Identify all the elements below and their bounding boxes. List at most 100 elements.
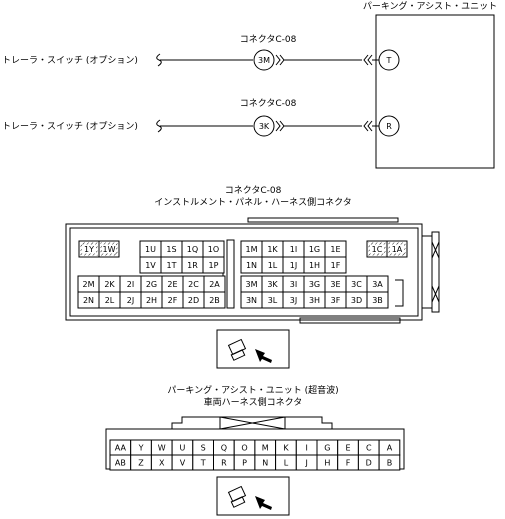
- pin-label: 1R: [187, 261, 198, 270]
- connector2-title-line2: 車両ハーネス側コネクタ: [204, 396, 303, 408]
- pin-label: F: [346, 459, 351, 468]
- pin-cell: [203, 291, 226, 309]
- pin-cell: [324, 256, 347, 274]
- pin-label: X: [159, 459, 165, 468]
- pin-label: B: [387, 459, 393, 468]
- pin-label-bg: [370, 244, 384, 254]
- pin-label: N: [262, 459, 268, 468]
- plug-view-icon: [216, 476, 290, 516]
- pin-label: 1K: [267, 245, 278, 254]
- pin-label: 1M: [246, 245, 258, 254]
- pin-cell: [378, 454, 401, 471]
- pin-label: 2M: [83, 280, 95, 289]
- plug-view-icon: [216, 329, 290, 369]
- connector-pin-2: 3K: [259, 122, 270, 131]
- pin-label: T: [200, 459, 206, 468]
- pin-label: 1U: [145, 245, 156, 254]
- pin-label: 2I: [127, 280, 134, 289]
- pin-label: 2K: [104, 280, 115, 289]
- pin-label: 3B: [372, 296, 383, 305]
- connector-chevron-2: [275, 120, 285, 132]
- pin-label: H: [324, 459, 330, 468]
- pin-label: 1T: [167, 261, 177, 270]
- pin-label: 3G: [309, 280, 320, 289]
- pin-label: E: [346, 444, 351, 453]
- pin-label: Z: [138, 459, 144, 468]
- connector1-title-line2: インストルメント・パネル・ハーネス側コネクタ: [154, 196, 351, 208]
- connector-chevron-1: [275, 54, 285, 66]
- pin-cell: [202, 256, 225, 274]
- trailer-switch-terminal-1: [156, 53, 162, 67]
- pin-label: 2G: [146, 280, 157, 289]
- pin-label: 3A: [372, 280, 383, 289]
- parking-assist-unit-box: [375, 14, 495, 169]
- pin-label: 3L: [268, 296, 278, 305]
- pin-label: 1O: [208, 245, 219, 254]
- pin-label: 2D: [188, 296, 199, 305]
- pin-label-bg: [102, 244, 116, 254]
- pin-label: 3J: [290, 296, 297, 305]
- pin-label: 2F: [168, 296, 178, 305]
- pin-label: 2J: [127, 296, 134, 305]
- pin-label: 3F: [331, 296, 341, 305]
- pin-label: 3K: [267, 280, 278, 289]
- unit-chevron-2: [363, 120, 373, 132]
- trailer-switch-terminal-2: [156, 119, 162, 133]
- connector-pin-circle-1: [253, 49, 275, 71]
- pin-label: AB: [115, 459, 126, 468]
- connector-label-1: コネクタC-08: [240, 34, 297, 45]
- device-label-2: トレーラ・スイッチ (オプション): [2, 121, 138, 132]
- pin-label: 2H: [146, 296, 157, 305]
- pin-label: 3C: [351, 280, 362, 289]
- unit-chevron-1: [363, 54, 373, 66]
- pin-label: 1W: [103, 245, 116, 254]
- pin-label: 3D: [351, 296, 362, 305]
- device-label-1: トレーラ・スイッチ (オプション): [2, 55, 138, 66]
- pin-label: Q: [221, 444, 227, 453]
- pin-label: 2L: [105, 296, 115, 305]
- pin-label: 1Q: [187, 245, 198, 254]
- pin-label: V: [180, 459, 186, 468]
- pin-label: 1G: [309, 245, 320, 254]
- pin-label: K: [283, 444, 289, 453]
- pin-label-bg: [390, 244, 404, 254]
- pin-cell: [366, 291, 389, 309]
- unit-pin-circle-2: [378, 115, 400, 137]
- connector-pin-circle-2: [253, 115, 275, 137]
- pin-label: I: [305, 444, 307, 453]
- pin-label: S: [201, 444, 206, 453]
- pin-label: 2A: [209, 280, 220, 289]
- connector-pin-1: 3M: [258, 56, 270, 65]
- pin-label: A: [387, 444, 393, 453]
- unit-pin-2: R: [386, 122, 392, 131]
- pin-label: 1C: [372, 245, 383, 254]
- pin-label: 2N: [83, 296, 94, 305]
- pin-label: D: [366, 459, 372, 468]
- unit-pin-1: T: [386, 56, 392, 65]
- pin-label: 2C: [188, 280, 199, 289]
- pin-label: P: [242, 459, 247, 468]
- connector1-title-line1: コネクタC-08: [225, 185, 282, 196]
- pin-label: AA: [115, 444, 127, 453]
- pin-label: R: [221, 459, 227, 468]
- pin-label: O: [241, 444, 247, 453]
- pin-label: L: [284, 459, 289, 468]
- pin-label: J: [304, 459, 307, 468]
- pin-label: 1F: [331, 261, 341, 270]
- pin-label: U: [180, 444, 186, 453]
- connector-label-2: コネクタC-08: [240, 98, 297, 109]
- pin-label: M: [262, 444, 269, 453]
- pin-label: G: [324, 444, 330, 453]
- pin-label: W: [158, 444, 166, 453]
- pin-label: 1J: [290, 261, 297, 270]
- pin-label: 3N: [246, 296, 257, 305]
- pin-label: 3H: [309, 296, 320, 305]
- connector2-title-line1: パーキング・アシスト・ユニット (超音波): [167, 384, 338, 396]
- pin-label: 1S: [166, 245, 176, 254]
- pin-label: 3I: [290, 280, 297, 289]
- unit-label: パーキング・アシスト・ユニット: [363, 0, 497, 12]
- pin-label: 1P: [209, 261, 219, 270]
- pin-label: 1E: [330, 245, 340, 254]
